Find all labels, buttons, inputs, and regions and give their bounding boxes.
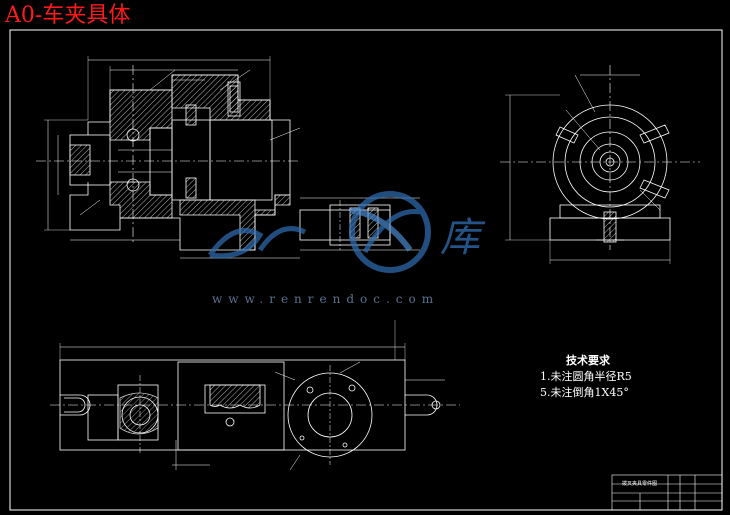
technical-requirement-item: 5.未注倒角1X45° xyxy=(540,386,629,399)
title-block xyxy=(611,474,723,511)
top-view xyxy=(50,320,460,471)
sheet-border xyxy=(9,29,723,511)
technical-requirements-heading: 技术要求 xyxy=(566,354,610,367)
watermark-brand: 库 xyxy=(440,215,480,261)
page-title: A0-车夹具体 xyxy=(5,3,131,28)
technical-requirement-item: 1.未注圆角半径R5 xyxy=(540,370,632,383)
title-block-name: 拨叉夹具零件图 xyxy=(622,481,658,487)
watermark-logo xyxy=(207,191,431,273)
front-section-view xyxy=(36,56,420,259)
watermark-url: www.renrendoc.com xyxy=(212,292,440,306)
side-view xyxy=(500,65,700,264)
